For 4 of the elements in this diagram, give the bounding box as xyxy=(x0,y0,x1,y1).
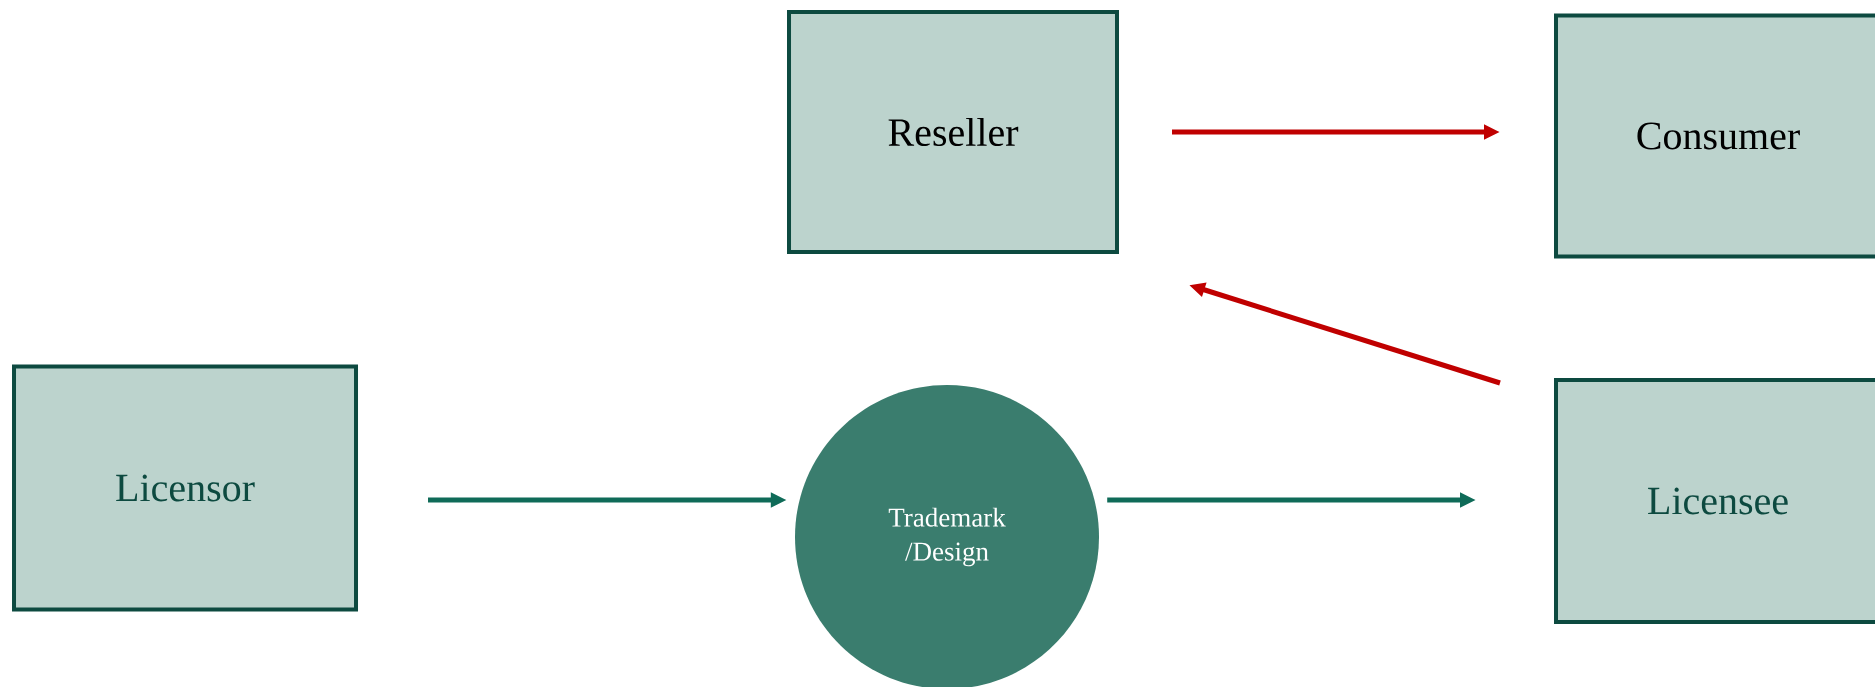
party-box: Reseller xyxy=(787,10,1119,254)
party-box: Consumer xyxy=(1554,13,1875,259)
party-box: Licensee xyxy=(1554,378,1875,624)
party-box: Licensor xyxy=(12,364,358,612)
